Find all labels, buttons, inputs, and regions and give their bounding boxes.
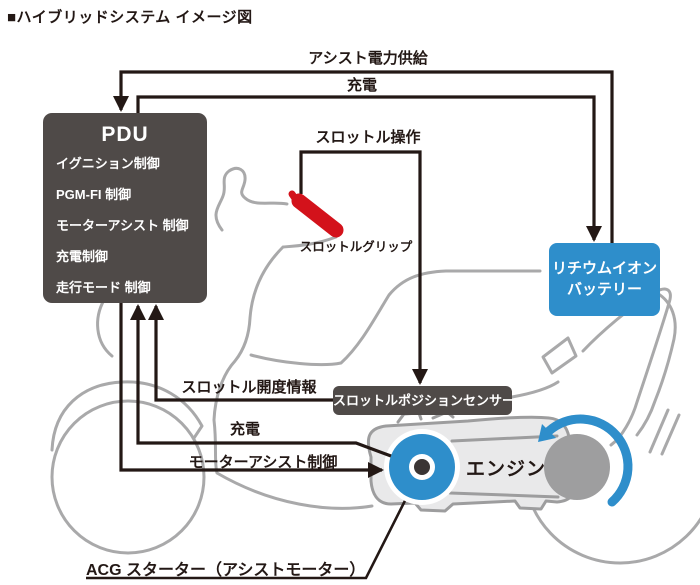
sensor-box: スロットルポジションセンサー: [333, 386, 515, 415]
throttle-info-line: [148, 304, 333, 402]
label-acg-starter: ACG スターター（アシストモーター）: [86, 562, 366, 579]
leg-shield: [212, 235, 374, 510]
motorcycle-outline: [50, 166, 700, 565]
left-lever-curve: [96, 298, 114, 358]
battery-box: リチウムイオン バッテリー: [549, 243, 660, 316]
pdu-item-charge: 充電制御: [56, 249, 109, 264]
flow-lines: [113, 70, 614, 478]
front-fender: [50, 380, 204, 452]
pdu-item-drive-mode: 走行モード 制御: [56, 280, 151, 295]
charge-top-line: [136, 95, 602, 242]
label-engine: エンジン: [465, 459, 547, 480]
tail-panel: [541, 336, 578, 375]
rear-wheel-arc: [529, 501, 700, 565]
label-throttle-grip: スロットルグリップ: [299, 240, 413, 254]
rotation-arrow-head: [538, 424, 556, 442]
battery-label-line1: リチウムイオン: [551, 260, 657, 277]
pdu-item-pgmfi: PGM-FI 制御: [56, 187, 132, 202]
throttle-operation-line: [299, 150, 428, 385]
pdu-title: PDU: [101, 123, 149, 146]
seat-body-line: [249, 269, 542, 367]
pdu-item-motor-assist: モーターアシスト 制御: [56, 218, 189, 233]
pdu-item-ignition: イグニション制御: [56, 156, 160, 171]
motor-assist-line: [119, 303, 384, 478]
handlebar-curve: [214, 166, 289, 232]
acg-motor-circle: [384, 429, 460, 505]
label-throttle-opening-info: スロットル開度情報: [181, 379, 317, 396]
label-motor-assist-control: モーターアシスト制御: [188, 454, 338, 471]
label-throttle-operation: スロットル操作: [315, 129, 421, 146]
tail-fin-inner: [635, 291, 677, 437]
charge-bottom-line: [130, 304, 392, 458]
assist-power-line: [113, 70, 614, 243]
label-charge-top: 充電: [346, 77, 378, 94]
diagram-title: ■ハイブリッドシステム イメージ図: [7, 9, 253, 26]
drive-belt-bottom: [448, 491, 560, 499]
body-line-right-of-sensor: [510, 380, 560, 399]
shock-line-1: [648, 408, 670, 454]
pdu-box: PDU イグニション制御 PGM-FI 制御 モーターアシスト 制御 充電制御 …: [43, 113, 207, 303]
battery-label-line2: バッテリー: [566, 281, 642, 298]
acg-pointer-line: [86, 466, 424, 580]
rotation-arrow-arc: [544, 414, 633, 507]
throttle-grip-shape: [288, 190, 344, 238]
front-wheel: [50, 399, 206, 555]
label-charge-bottom: 充電: [229, 421, 261, 438]
shock-line-2: [660, 413, 681, 456]
label-assist-power-supply: アシスト電力供給: [308, 50, 428, 67]
drive-pulley: [544, 434, 610, 500]
